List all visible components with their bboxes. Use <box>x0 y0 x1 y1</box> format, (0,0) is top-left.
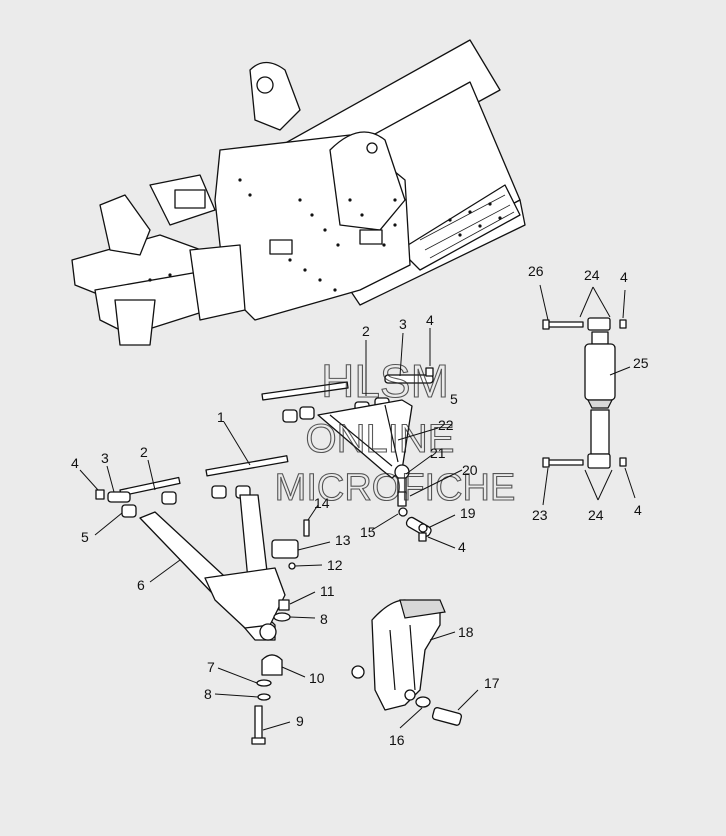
upper-a-arm-assembly <box>261 367 434 542</box>
callout-23: 23 <box>532 507 548 523</box>
callout-9: 9 <box>296 713 304 729</box>
callout-5-upper: 5 <box>450 391 458 407</box>
callout-2-upper: 2 <box>362 323 370 339</box>
callout-13: 13 <box>335 532 351 548</box>
callout-19: 19 <box>460 505 476 521</box>
leader-lines <box>79 284 636 731</box>
callout-4-shock-bottom: 4 <box>634 502 642 518</box>
callout-10: 10 <box>309 670 325 686</box>
watermark-line-1: HLSM <box>321 355 449 407</box>
callout-4-tie-rod: 4 <box>458 539 466 555</box>
chassis-frame <box>71 39 526 346</box>
lower-a-arm-assembly <box>95 455 310 745</box>
callout-25: 25 <box>633 355 649 371</box>
callout-15: 15 <box>360 524 376 540</box>
callout-26: 26 <box>528 263 544 279</box>
watermark-line-2: ONLINE <box>306 417 455 461</box>
callout-1: 1 <box>217 409 225 425</box>
callout-2-lower: 2 <box>140 444 148 460</box>
callout-17: 17 <box>484 675 500 691</box>
watermark: HLSM ONLINE MICROFICHE <box>274 354 516 509</box>
callout-8-upper: 8 <box>320 611 328 627</box>
callout-24-top: 24 <box>584 267 600 283</box>
callout-14: 14 <box>314 495 330 511</box>
callout-5-lower: 5 <box>81 529 89 545</box>
callout-18: 18 <box>458 624 474 640</box>
callout-4-lower: 4 <box>71 455 79 471</box>
callout-6: 6 <box>137 577 145 593</box>
watermark-line-3: MICROFICHE <box>275 467 516 509</box>
callouts: 1 2 3 4 5 2 3 4 5 6 7 8 8 9 10 11 12 13 … <box>71 263 649 748</box>
callout-16: 16 <box>389 732 405 748</box>
shock-absorber <box>542 317 627 469</box>
spindle-assembly <box>351 599 463 726</box>
callout-4-upper: 4 <box>426 312 434 328</box>
callout-4-shock-top: 4 <box>620 269 628 285</box>
callout-3-upper: 3 <box>399 316 407 332</box>
callout-7: 7 <box>207 659 215 675</box>
callout-21: 21 <box>430 445 446 461</box>
callout-8-lower: 8 <box>204 686 212 702</box>
callout-20: 20 <box>462 462 478 478</box>
callout-12: 12 <box>327 557 343 573</box>
callout-24-bottom: 24 <box>588 507 604 523</box>
callout-3-lower: 3 <box>101 450 109 466</box>
callout-22: 22 <box>438 417 454 433</box>
callout-11: 11 <box>320 583 335 599</box>
